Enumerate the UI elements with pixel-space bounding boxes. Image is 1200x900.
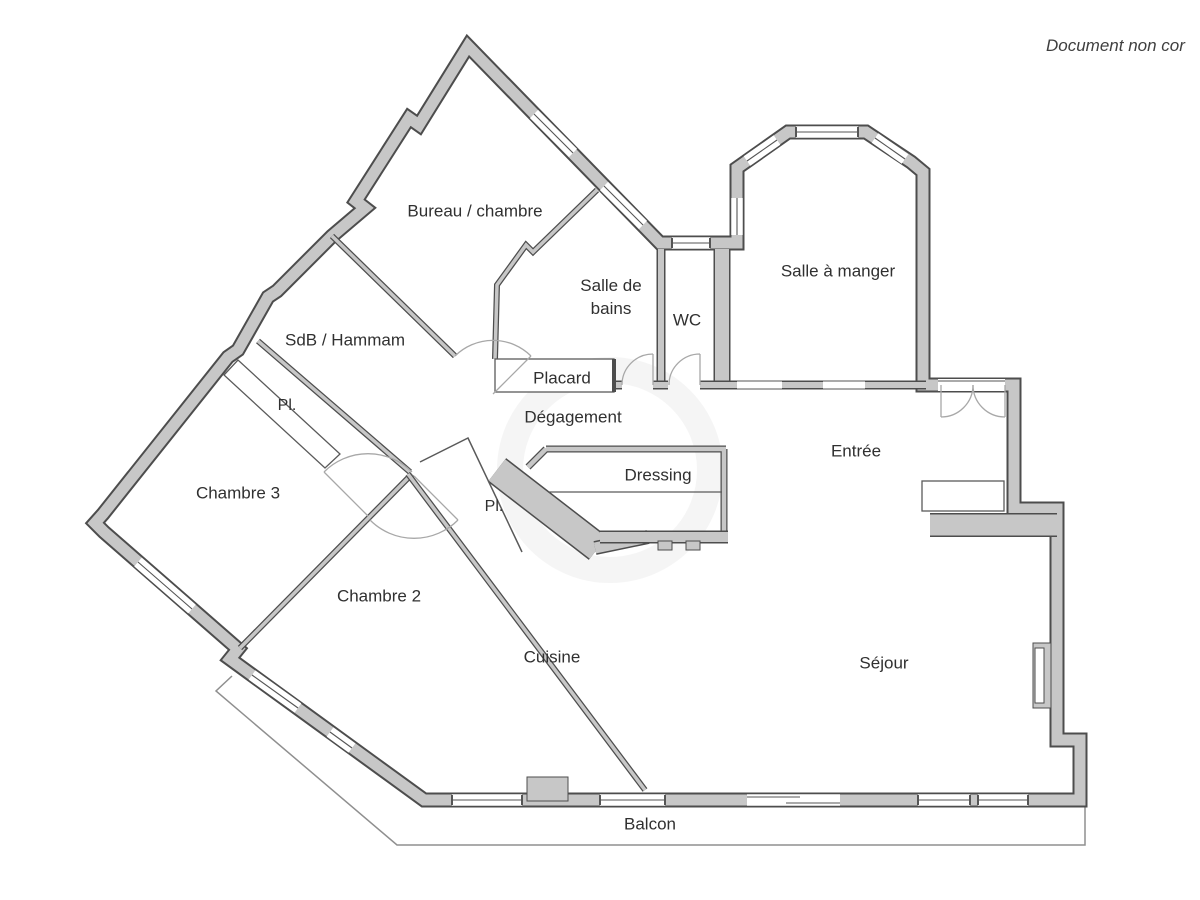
wall-fixtures [526, 540, 1052, 802]
closet-details [419, 359, 722, 553]
closet-placard [494, 358, 615, 393]
closet-entree [921, 480, 1005, 512]
room-label-degagement: Dégagement [524, 407, 622, 427]
room-label-bureau-chambre: Bureau / chambre [407, 201, 543, 221]
room-label-sdb-hammam: SdB / Hammam [285, 330, 405, 350]
room-label-chambre-3: Chambre 3 [195, 483, 281, 503]
door-wc [668, 353, 701, 386]
room-label-entree: Entrée [830, 441, 882, 461]
kitchen-wall-pier [526, 776, 569, 802]
windows [134, 109, 1029, 806]
room-label-pl-chambre-3: Pl. [277, 397, 297, 415]
room-label-wc: WC [672, 310, 702, 330]
room-label-dressing: Dressing [624, 465, 692, 485]
room-label-sejour: Séjour [859, 653, 909, 673]
interior-walls [237, 187, 1057, 792]
balcony-outline [214, 675, 1086, 846]
dressing-tooth-2 [685, 540, 701, 551]
room-label-pl-chambre-2: Pl. [484, 498, 504, 516]
room-label-placard: Placard [533, 368, 591, 388]
closet-pl2-lines [419, 436, 523, 553]
room-label-cuisine: Cuisine [523, 647, 581, 667]
room-label-chambre-2: Chambre 2 [336, 586, 422, 606]
closet-chambre-3 [223, 359, 341, 469]
door-bureau [454, 339, 532, 395]
room-label-salle-a-manger: Salle à manger [780, 261, 896, 281]
door-chambre-2 [369, 475, 459, 539]
room-label-salle-de-bains: Salle de bains [580, 276, 642, 318]
door-chambre-3 [323, 453, 413, 517]
dressing-tooth-1 [657, 540, 673, 551]
door-entrance-left [940, 384, 974, 418]
door-entrance-right [972, 384, 1006, 418]
door-salle-de-bains [621, 353, 654, 386]
radiator [1034, 647, 1045, 704]
door-arcs [323, 339, 1006, 539]
sliding-door [747, 796, 840, 804]
room-label-balcon: Balcon [624, 814, 676, 834]
closets [223, 358, 1005, 512]
document-watermark-text: Document non cor [1046, 36, 1185, 55]
